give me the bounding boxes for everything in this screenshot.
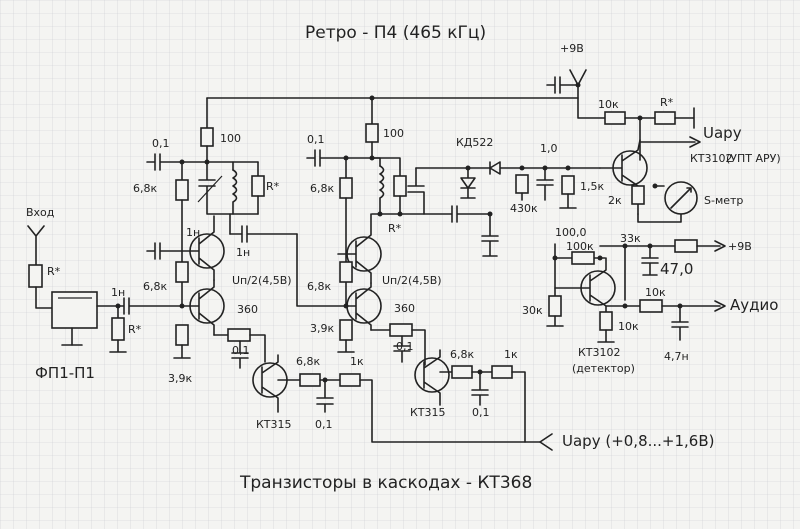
c100-label: 100,0 xyxy=(555,226,587,239)
r10k-b-label: 10к xyxy=(645,286,666,299)
r10k-a-label: 10к xyxy=(618,320,639,333)
c1n-b-label: 1н xyxy=(236,246,250,259)
agc-note2-label: (УПТ АРУ) xyxy=(726,152,781,165)
s-meter-label: S-метр xyxy=(704,194,743,207)
bias-2-label: Uп/2(4,5В) xyxy=(382,274,442,287)
r39k-2-label: 3,9к xyxy=(310,322,334,335)
cascode-stage-2: 100 0,1 6,8к R* 6,8к 3,9к xyxy=(296,97,499,366)
r39k-1-label: 3,9к xyxy=(168,372,192,385)
c47n-label: 4,7н xyxy=(664,350,689,363)
r430k-label: 430к xyxy=(510,202,538,215)
rstar-top-label: R* xyxy=(660,96,674,109)
r100-2-label: 100 xyxy=(383,127,404,140)
r100k-label: 100к xyxy=(566,240,594,253)
input-section: Вход R* ФП1-П1 1н R* xyxy=(26,206,184,382)
r68k-b2-label: 6,8к xyxy=(450,348,474,361)
r100-1-label: 100 xyxy=(220,132,241,145)
c01-e1-label: 0,1 xyxy=(232,344,250,357)
transistor-kt315-2 xyxy=(414,357,450,393)
c10-label: 1,0 xyxy=(540,142,558,155)
detector-stage: 100,0 100к 33к 47,0 +9В 30к 10к 10к 4, xyxy=(522,226,778,375)
kt315-buffer-2: КТ315 6,8к 0,1 1к Uару (+0,8...+1,6В) xyxy=(410,348,714,451)
supply-top-label: +9В xyxy=(560,42,584,55)
r15k-label: 1,5к xyxy=(580,180,604,193)
supply-right-label: +9В xyxy=(728,240,752,253)
audio-label: Аудио xyxy=(730,296,778,314)
agc-note-label: КТ3102 xyxy=(690,152,733,165)
r33k-label: 33к xyxy=(620,232,641,245)
input-rstar-label: R* xyxy=(47,265,61,278)
detector-label: (детектор) xyxy=(572,362,635,375)
kt315-2-label: КТ315 xyxy=(410,406,446,419)
r360-2-label: 360 xyxy=(394,302,415,315)
kt315-1-label: КТ315 xyxy=(256,418,292,431)
agc-input-label: Uару (+0,8...+1,6В) xyxy=(562,432,714,450)
rstar-2-label: R* xyxy=(388,222,402,235)
r30k-label: 30к xyxy=(522,304,543,317)
c01-b1-label: 0,1 xyxy=(315,418,333,431)
diode-label: КД522 xyxy=(456,136,493,149)
r68k-2-label: 6,8к xyxy=(143,280,167,293)
c01-e2-label: 0,1 xyxy=(396,340,414,353)
diagram-title: Ретро - П4 (465 кГц) xyxy=(305,23,486,43)
c1n-a-label: 1н xyxy=(186,226,200,239)
input-rstar2-label: R* xyxy=(128,323,142,336)
diagram-footer: Транзисторы в каскодах - КТ368 xyxy=(239,473,532,493)
r1k-b1-label: 1к xyxy=(350,355,364,368)
r360-1-label: 360 xyxy=(237,303,258,316)
r68k-1-label: 6,8к xyxy=(133,182,157,195)
r10k-top-label: 10к xyxy=(598,98,619,111)
kt315-buffer-1: КТ315 6,8к 0,1 1к xyxy=(252,354,541,443)
filter-label: ФП1-П1 xyxy=(35,364,95,382)
r68k-4-label: 6,8к xyxy=(307,280,331,293)
c01-2-label: 0,1 xyxy=(307,133,325,146)
r68k-3-label: 6,8к xyxy=(310,182,334,195)
cascode-stage-1: 100 0,1 6,8к R* 1н 1н 6,8к xyxy=(133,84,579,385)
agc-amplifier: +9В 10к R* Uару КТ3102 (УПТ АРУ) КД522 4… xyxy=(407,42,781,223)
c470-label: 47,0 xyxy=(660,260,693,278)
input-cap-label: 1н xyxy=(111,286,125,299)
rstar-1-label: R* xyxy=(266,180,280,193)
bias-1-label: Uп/2(4,5В) xyxy=(232,274,292,287)
r68k-b1-label: 6,8к xyxy=(296,355,320,368)
c01-b2-label: 0,1 xyxy=(472,406,490,419)
c01-1-label: 0,1 xyxy=(152,137,170,150)
kt3102-b-label: КТ3102 xyxy=(578,346,621,359)
r1k-b2-label: 1к xyxy=(504,348,518,361)
agc-out-label: Uару xyxy=(703,124,742,142)
input-label: Вход xyxy=(26,206,55,219)
r2k-label: 2к xyxy=(608,194,622,207)
